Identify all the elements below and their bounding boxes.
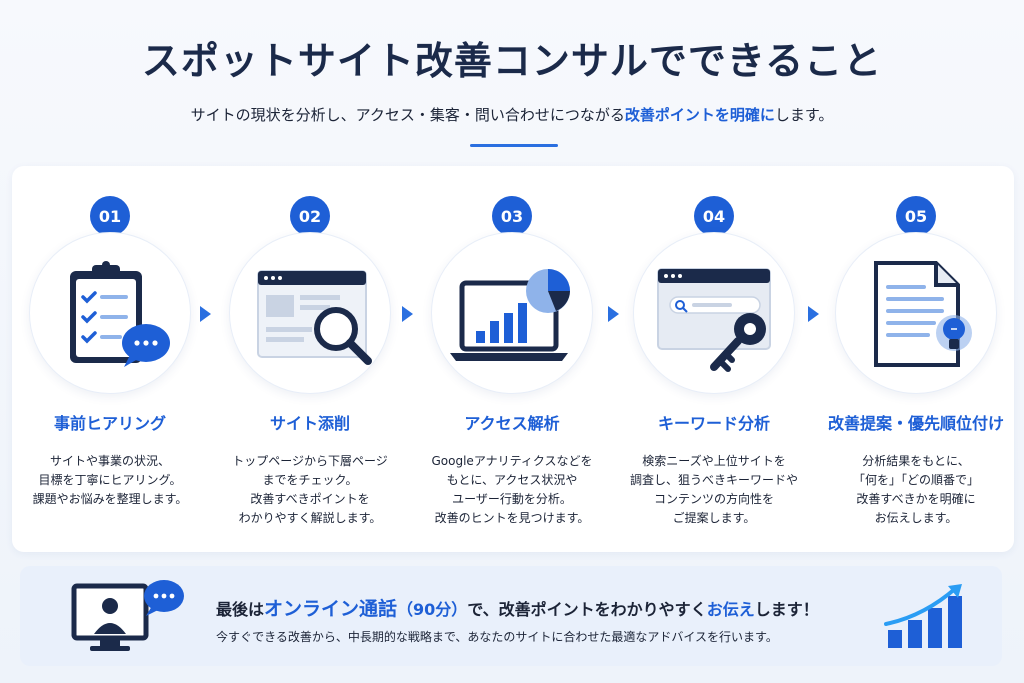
- step-arrow-icon: [402, 306, 413, 322]
- subtitle-suffix: します。: [774, 106, 834, 124]
- step-description: 検索ニーズや上位サイトを 調査し、狙うべきキーワードや コンテンツの方向性を ご…: [616, 452, 812, 528]
- page-title: スポットサイト改善コンサルでできること: [141, 39, 883, 83]
- footer-msg-pre: 最後は: [216, 600, 265, 619]
- step-desc-line: もとに、アクセス状況や: [446, 473, 578, 487]
- footer-msg-mid: で、改善ポイントをわかりやすく: [467, 600, 707, 619]
- footer-sub-message: 今すぐできる改善から、中長期的な戦略まで、あなたのサイトに合わせた最適なアドバイ…: [216, 630, 778, 644]
- document-lightbulb-icon: [835, 232, 997, 394]
- step-desc-line: わかりやすく解説します。: [238, 511, 382, 525]
- step-desc-line: 調査し、狙うべきキーワードや: [629, 473, 798, 487]
- step-desc-line: サイトや事業の状況、: [49, 454, 170, 468]
- laptop-chart-icon: [431, 232, 593, 394]
- page-subtitle: サイトの現状を分析し、アクセス・集客・問い合わせにつながる改善ポイントを明確にし…: [0, 104, 1024, 125]
- growth-chart-icon: [884, 584, 962, 648]
- step-desc-line: までをチェック。: [262, 473, 358, 487]
- footer-msg-highlight: オンライン通話: [264, 598, 398, 620]
- subtitle-text: サイトの現状を分析し、アクセス・集客・問い合わせにつながる: [190, 106, 625, 124]
- title-divider: [470, 144, 558, 147]
- step-number-badge: 03: [492, 196, 532, 236]
- step-desc-line: 検索ニーズや上位サイトを: [642, 454, 786, 468]
- step-number-badge: 05: [896, 196, 936, 236]
- footer-msg-post: します！: [754, 600, 819, 619]
- step-desc-line: 改善すべきポイントを: [250, 492, 370, 506]
- step-arrow-icon: [608, 306, 619, 322]
- step-desc-line: お伝えします。: [874, 511, 958, 525]
- step-description: トップページから下層ページ までをチェック。 改善すべきポイントを わかりやすく…: [212, 452, 408, 528]
- step-2: 02 サイト添削 トップページから下層ページ までをチェック。 改善すべきポイン…: [212, 166, 408, 552]
- step-arrow-icon: [808, 306, 819, 322]
- step-number-badge: 01: [90, 196, 130, 236]
- step-3: 03 アクセス解析 Googleアナリティクスなどを もとに、アクセス状況や ユ…: [414, 166, 610, 552]
- clipboard-checklist-icon: [29, 232, 191, 394]
- step-desc-line: コンテンツの方向性を: [653, 492, 774, 506]
- subtitle-highlight: 改善ポイントを明確に: [624, 106, 775, 124]
- step-title: 改善提案・優先順位付け: [827, 414, 1004, 433]
- online-call-monitor-icon: [71, 580, 184, 651]
- step-desc-line: 分析結果をもとに、: [862, 454, 970, 468]
- online-call-banner: [20, 566, 1002, 666]
- step-desc-line: 課題やお悩みを整理します。: [32, 492, 188, 506]
- step-description: 分析結果をもとに、 「何を」「どの順番で」 改善すべきかを明確に お伝えします。: [818, 452, 1014, 528]
- webpage-magnifier-icon: [229, 232, 391, 394]
- step-desc-line: 改善のヒントを見つけます。: [434, 511, 590, 525]
- step-title: サイト添削: [269, 414, 350, 433]
- search-key-icon: [633, 232, 795, 394]
- step-arrow-icon: [200, 306, 211, 322]
- step-desc-line: 目標を丁寧にヒアリング。: [38, 473, 182, 487]
- step-desc-line: Googleアナリティクスなどを: [431, 454, 593, 468]
- footer-msg-duration: （90分）: [397, 600, 468, 619]
- step-number-badge: 04: [694, 196, 734, 236]
- step-description: Googleアナリティクスなどを もとに、アクセス状況や ユーザー行動を分析。 …: [414, 452, 610, 528]
- step-5: 05 改善提案・優先順位付け 分析結果をもとに、 「何を」「どの順番で」 改善す…: [818, 166, 1014, 552]
- step-desc-line: トップページから下層ページ: [232, 454, 388, 468]
- step-title: 事前ヒアリング: [53, 414, 166, 433]
- step-desc-line: ご提案します。: [672, 511, 756, 525]
- step-desc-line: 「何を」「どの順番で」: [852, 473, 979, 487]
- step-title: アクセス解析: [464, 414, 560, 433]
- step-description: サイトや事業の状況、 目標を丁寧にヒアリング。 課題やお悩みを整理します。: [12, 452, 208, 509]
- step-desc-line: 改善すべきかを明確に: [856, 492, 976, 506]
- step-number-badge: 02: [290, 196, 330, 236]
- step-1: 01 事前ヒアリング サイトや事業の状況、 目標を丁寧にヒアリング。 課題やお悩…: [12, 166, 208, 552]
- footer-message: 最後はオンライン通話（90分）で、改善ポイントをわかりやすくお伝えします！: [216, 594, 819, 621]
- step-desc-line: ユーザー行動を分析。: [452, 492, 572, 506]
- step-4: 04 キーワード分析 検索ニーズや上位サイトを 調査し、狙うべきキーワードや コ…: [616, 166, 812, 552]
- step-title: キーワード分析: [657, 414, 770, 433]
- footer-msg-blue: お伝え: [706, 600, 755, 619]
